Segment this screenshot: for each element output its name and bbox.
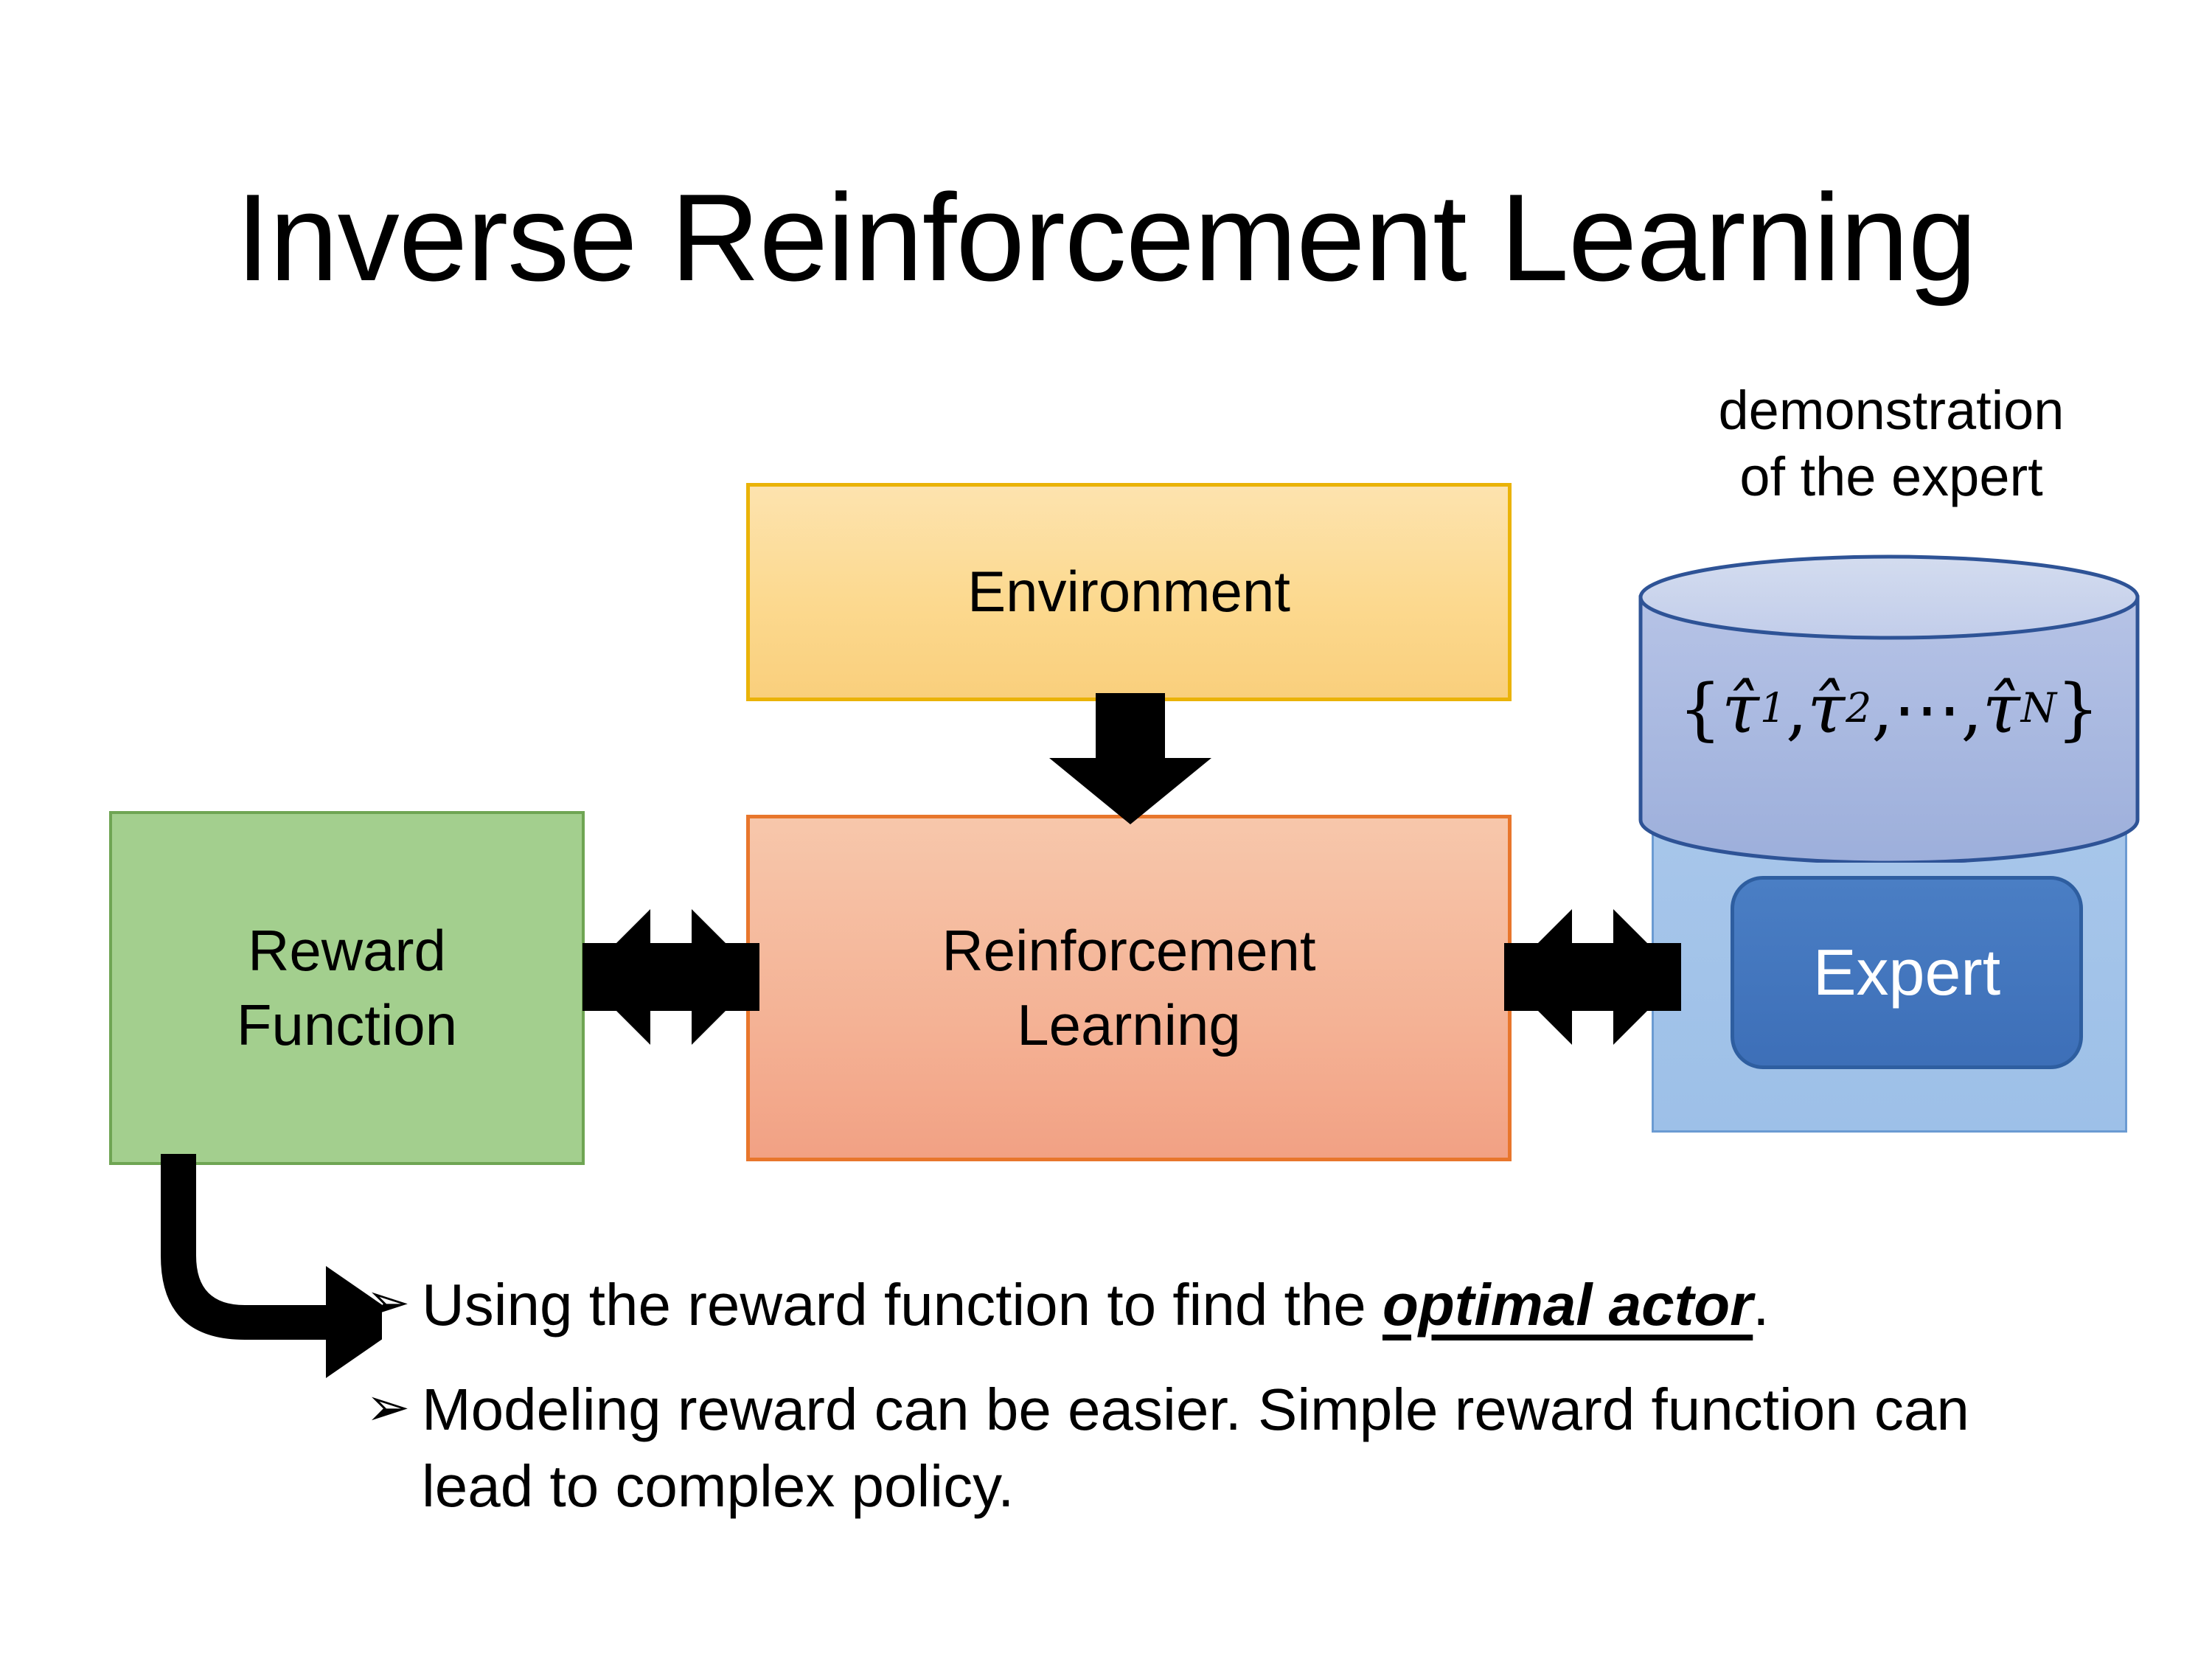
list-item: ➢ Modeling reward can be easier. Simple … <box>366 1371 2091 1525</box>
reward-label-line-2: Function <box>236 992 458 1057</box>
expert-label: Expert <box>1812 936 2001 1009</box>
bullet-text-2: Modeling reward can be easier. Simple re… <box>422 1377 1969 1519</box>
demonstration-caption-line-2: of the expert <box>1739 446 2043 508</box>
separator-2: , <box>1871 669 1893 748</box>
demonstration-set-formula: {τ̂1, τ̂2, ⋯, τ̂N} <box>1638 554 2140 863</box>
demonstration-caption-line-1: demonstration <box>1718 380 2065 441</box>
rl-label-line-1: Reinforcement <box>942 917 1316 983</box>
bullet-1-emphasis: optimal actor <box>1382 1272 1753 1338</box>
separator-3: , <box>1961 669 1983 748</box>
bullet-list: ➢ Using the reward function to find the … <box>366 1267 2091 1553</box>
tau-hat-2: τ̂ <box>1807 669 1846 748</box>
bullet-1-pre: Using the reward function to find the <box>422 1272 1382 1338</box>
down-arrow-icon <box>1049 693 1211 824</box>
set-close-brace: } <box>2056 669 2100 748</box>
tau-hat-1: τ̂ <box>1721 669 1759 748</box>
reward-function-box[interactable]: Reward Function <box>109 811 585 1165</box>
rl-label-line-2: Learning <box>1017 992 1241 1057</box>
tau-index-n: N <box>2020 685 2056 732</box>
page-title: Inverse Reinforcement Learning <box>235 168 1978 307</box>
bullet-arrow-icon-2: ➢ <box>366 1378 411 1437</box>
bullet-text-1: Using the reward function to find the op… <box>422 1267 2091 1343</box>
list-item: ➢ Using the reward function to find the … <box>366 1267 2091 1343</box>
set-open-brace: { <box>1678 669 1722 748</box>
demonstration-cylinder <box>1638 554 2140 863</box>
tau-index-1: 1 <box>1759 685 1787 732</box>
left-right-double-arrow-icon <box>582 909 759 1045</box>
expert-box[interactable]: Expert <box>1731 876 2083 1069</box>
bullet-arrow-icon: ➢ <box>366 1273 411 1332</box>
reinforcement-learning-box[interactable]: Reinforcement Learning <box>746 815 1512 1161</box>
elbow-arrow-icon <box>161 1154 382 1378</box>
environment-label: Environment <box>967 559 1290 625</box>
tau-index-2: 2 <box>1846 685 1872 732</box>
ellipsis: ⋯ <box>1893 669 1961 748</box>
demonstration-caption: demonstration of the expert <box>1633 378 2149 511</box>
reward-label-line-1: Reward <box>248 917 446 983</box>
left-right-double-arrow-icon-2 <box>1504 909 1681 1045</box>
tau-hat-n: τ̂ <box>1982 669 2020 748</box>
environment-box[interactable]: Environment <box>746 483 1512 701</box>
bullet-1-post: . <box>1753 1272 1770 1338</box>
separator-1: , <box>1786 669 1808 748</box>
